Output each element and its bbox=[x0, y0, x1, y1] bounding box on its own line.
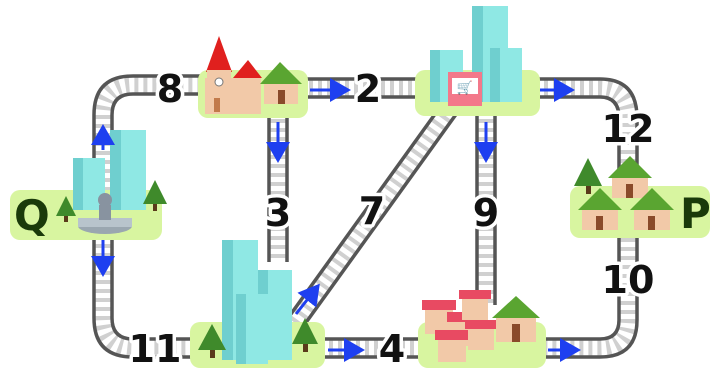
svg-text:🛒: 🛒 bbox=[457, 80, 473, 96]
edge-weight-middle-b: 9 bbox=[473, 191, 499, 235]
edge-weight-left-top: 8 bbox=[157, 67, 183, 111]
edge-weight-middle-a: 3 bbox=[265, 191, 291, 235]
skyscraper-icon bbox=[222, 240, 292, 364]
node-label-p: P bbox=[680, 189, 710, 238]
shop-icon: 🛒 bbox=[448, 72, 482, 106]
house-icon bbox=[492, 296, 540, 342]
edge-weight-bottom-a: 4 bbox=[379, 327, 405, 371]
edge-weight-top-a: 2 bbox=[355, 67, 381, 111]
edge-weight-left-bottom: 11 bbox=[129, 327, 182, 371]
house-icon bbox=[260, 62, 302, 104]
edge-weight-right-top: 12 bbox=[602, 107, 655, 151]
edge-weight-diagonal: 7 bbox=[359, 189, 385, 233]
node-label-q: Q bbox=[14, 191, 50, 240]
edge-weight-right-bottom: 10 bbox=[602, 258, 655, 302]
house-icon bbox=[608, 156, 652, 198]
